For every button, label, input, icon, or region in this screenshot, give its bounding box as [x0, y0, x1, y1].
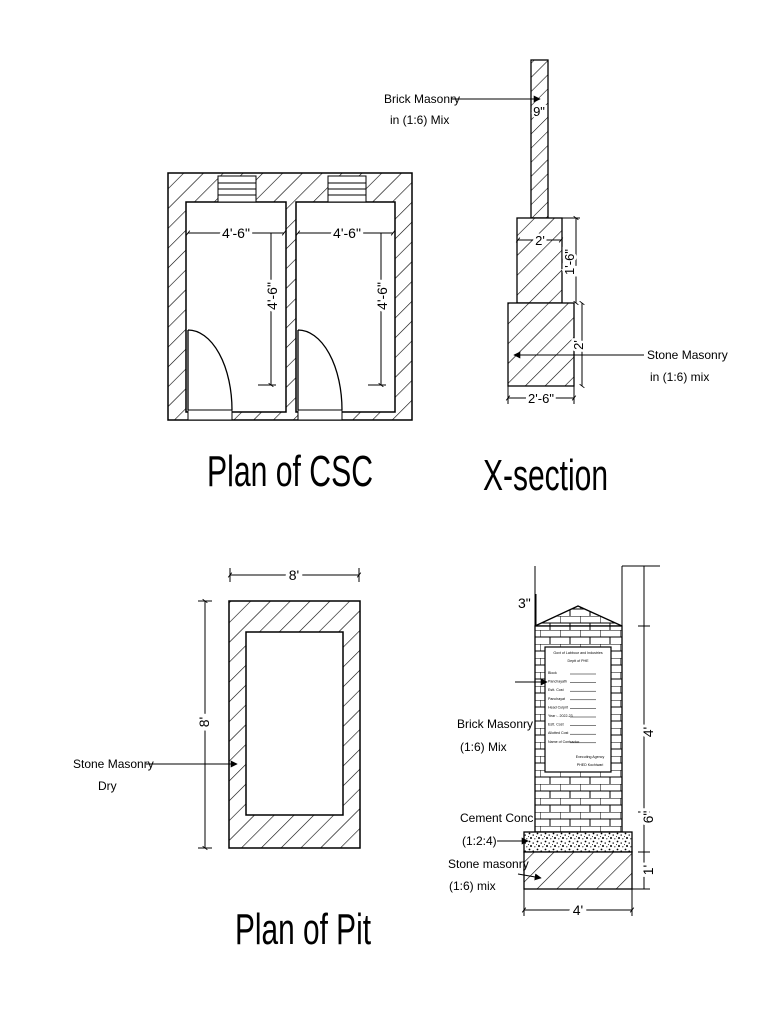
xs-dim-middle-width: 2': [535, 233, 545, 248]
panel-field-label: Estt. Cost: [548, 688, 564, 692]
csc-dim-depth-right: 4'-6": [374, 282, 390, 310]
pit-callout-stone-line1: Stone Masonry: [73, 757, 154, 771]
panel-footer1: Executing Agency: [576, 755, 605, 759]
panel-field-label: Year :- 2022-23: [548, 714, 573, 718]
panel-heading1: Govt of Labbour and Industries: [553, 651, 603, 655]
panel-field-label: Panchayath: [548, 680, 567, 684]
xs-dim-base-width: 2'-6": [528, 391, 554, 406]
panel-field-label: Panchayat: [548, 697, 565, 701]
csc-dim-depth-left: 4'-6": [264, 282, 280, 310]
board-dim-top: 3": [518, 595, 531, 611]
xs-dim-base-height: 2': [571, 340, 586, 350]
panel-field-label: Name of Contractor: [548, 740, 580, 744]
vent-left: [217, 175, 257, 203]
xs-middle-block: [516, 217, 563, 304]
plan-pit-drawing: 8' 8' Stone Masonry Dry: [73, 563, 362, 851]
xs-dim-top-wall: 9": [533, 104, 545, 119]
pit-walls: [228, 600, 361, 849]
vent-right: [327, 175, 367, 203]
board-panel: [544, 646, 612, 773]
xs-callout-stone-line2: in (1:6) mix: [650, 370, 709, 384]
xs-callout-brick-line1: Brick Masonry: [384, 92, 460, 106]
pit-callout-stone-line2: Dry: [98, 779, 117, 793]
board-callout-stone-line2: (1:6) mix: [449, 879, 496, 893]
csc-dim-width-right: 4'-6": [333, 225, 361, 241]
plan-csc-drawing: 4'-6" 4'-6" 4'-6" 4'-6": [167, 172, 413, 421]
door-opening-left: [187, 409, 233, 421]
pit-dim-width: 8': [289, 567, 299, 583]
panel-field-label: Head Culprit: [548, 705, 568, 709]
board-roof: [534, 605, 623, 627]
xs-callout-brick-line2: in (1:6) Mix: [390, 113, 449, 127]
panel-field-label: Allotted Cost: [548, 731, 568, 735]
xs-dim-middle-height: 1'-6": [562, 249, 577, 275]
xs-callout-stone-line1: Stone Masonry: [647, 348, 728, 362]
panel-field-label: Block: [548, 671, 557, 675]
board-callout-cement-line2: (1:2:4): [462, 834, 497, 848]
door-swing-right: [297, 329, 343, 411]
board-callout-cement-line1: Cement Conc: [460, 811, 533, 825]
panel-footer2: PHED Kochiwari: [577, 763, 604, 767]
board-dim-height-base: 1': [640, 865, 656, 875]
board-callout-brick-line2: (1:6) Mix: [460, 740, 507, 754]
board-drawing: Govt of Labbour and Industries Deptt of …: [448, 565, 660, 922]
board-dim-width: 4': [573, 902, 583, 918]
door-opening-right: [297, 409, 343, 421]
title-plan-csc: Plan of CSC: [207, 447, 373, 496]
x-section-drawing: 9" 2' 1'-6" 2' 2'-6" Brick Masonry in (1…: [384, 59, 728, 409]
board-dim-height-main: 4': [640, 727, 656, 737]
title-plan-pit: Plan of Pit: [235, 905, 371, 954]
board-callout-brick-line1: Brick Masonry: [457, 717, 533, 731]
board-cement-layer: [523, 831, 633, 853]
xs-top-wall: [530, 59, 549, 219]
title-x-section: X-section: [483, 451, 608, 500]
door-swing-left: [187, 329, 233, 411]
pit-dim-height: 8': [196, 717, 212, 727]
panel-heading2: Deptt of PHE: [568, 659, 590, 663]
board-callout-stone-line1: Stone masonry: [448, 857, 529, 871]
panel-field-label: Estt. Cost: [548, 723, 564, 727]
board-stone-base: [523, 851, 633, 890]
xs-base-block: [507, 302, 575, 387]
board-dim-height-plinth: 6": [640, 811, 656, 824]
csc-dim-width-left: 4'-6": [222, 225, 250, 241]
